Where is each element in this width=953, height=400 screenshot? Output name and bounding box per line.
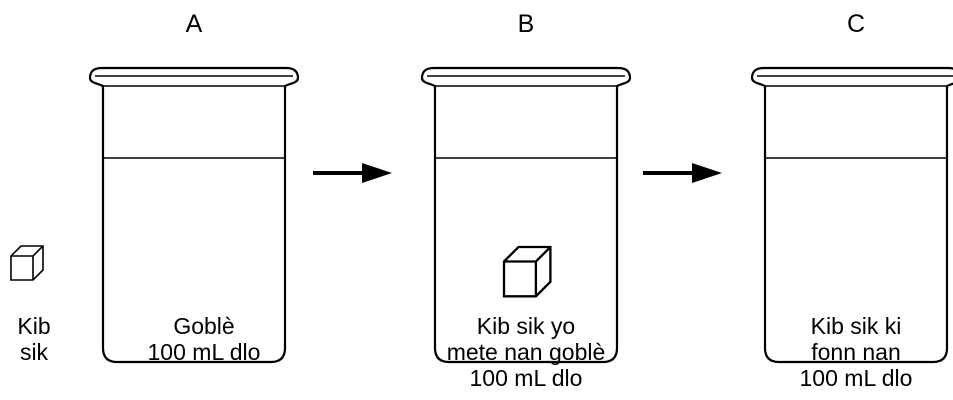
sugar-cube-caption-line: Kib: [17, 313, 51, 339]
beaker-b-caption-line: mete nan goblè: [446, 339, 606, 365]
sugar-cube: [10, 245, 44, 281]
beaker-b-caption-line: Kib sik yo: [476, 313, 576, 339]
beaker-a-caption-line: Goblè: [173, 313, 235, 339]
beaker-a-caption: Goblè 100 mL dlo: [94, 313, 314, 365]
beaker-c-caption: Kib sik ki fonn nan 100 mL dlo: [746, 313, 953, 391]
sugar-cube-caption-line: sik: [19, 339, 49, 365]
beaker-a-caption-line: 100 mL dlo: [147, 339, 261, 365]
sugar-cube-caption: Kib sik: [0, 313, 68, 365]
beaker-b-caption: Kib sik yo mete nan goblè 100 mL dlo: [416, 313, 636, 391]
arrow-right-icon: [643, 163, 722, 183]
beaker-b-caption-line: 100 mL dlo: [469, 365, 583, 391]
sugar-cube-in-beaker: [502, 245, 552, 298]
beaker-c-caption-line: 100 mL dlo: [799, 365, 913, 391]
beaker-a-letter: A: [185, 10, 203, 38]
arrow-right-icon: [313, 163, 392, 183]
beaker-c-caption-line: Kib sik ki: [810, 313, 902, 339]
beaker-b-letter: B: [517, 10, 535, 38]
beaker-c-caption-line: fonn nan: [811, 339, 901, 365]
beaker-c-letter: C: [846, 10, 866, 38]
